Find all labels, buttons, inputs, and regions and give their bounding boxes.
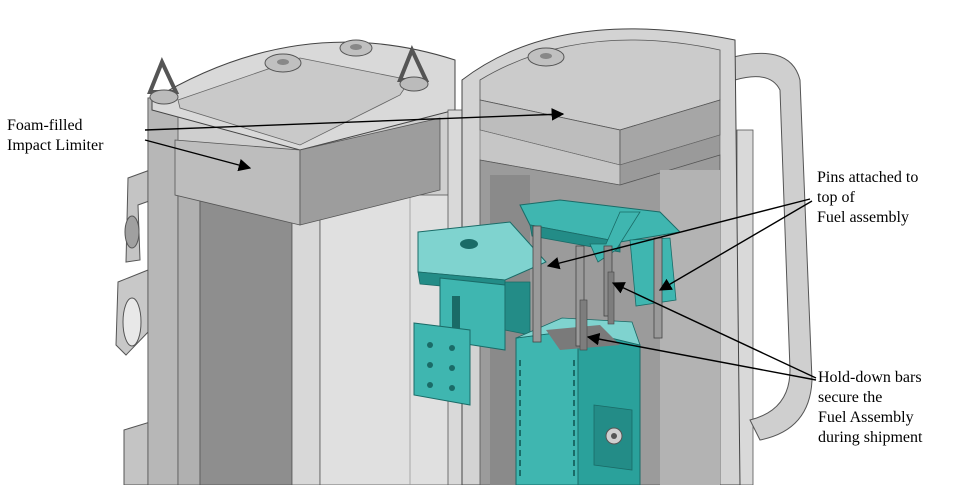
pins-label: Pins attached to top of Fuel assembly <box>817 169 919 226</box>
callout-arrows <box>144 108 817 381</box>
hold-down-pins <box>532 225 663 351</box>
fuel-assembly-fixture <box>413 199 682 485</box>
swing-arm-plate <box>417 221 547 281</box>
left-window <box>199 194 293 485</box>
arrow-hold-down-lower <box>586 332 817 381</box>
arrow-pins-left <box>546 198 811 270</box>
arrow-hold-down-upper <box>611 282 817 379</box>
left-lifting-eyes <box>147 44 430 105</box>
left-container-half <box>115 39 456 485</box>
arrow-pins-right <box>658 200 813 291</box>
impact-limiter-label: Foam-filled Impact Limiter <box>7 117 104 154</box>
left-top-plugs <box>264 39 373 73</box>
arrow-impact-limiter-left <box>144 139 252 172</box>
hold-down-bars-label: Hold-down bars secure the Fuel Assembly … <box>818 369 923 446</box>
fuel-column-front <box>515 329 579 485</box>
right-handle-loop <box>721 52 813 441</box>
arrow-impact-limiter-right <box>144 108 565 131</box>
left-side-clamps <box>115 169 153 485</box>
